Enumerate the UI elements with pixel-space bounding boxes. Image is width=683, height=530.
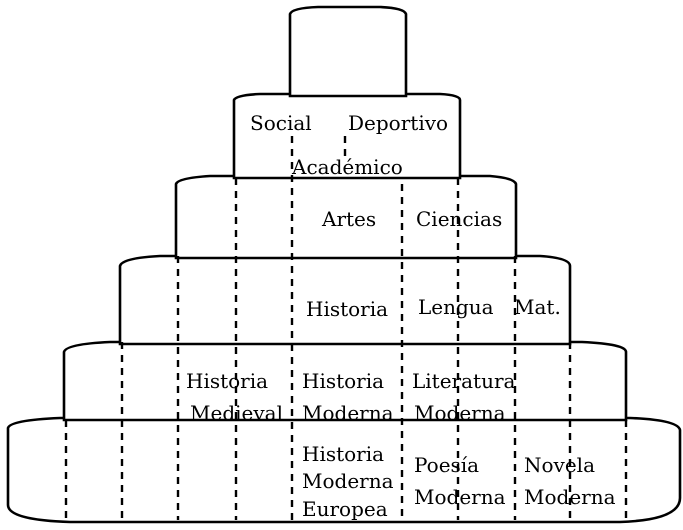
label-novela-moderna-2: Moderna	[524, 485, 616, 509]
label-social: Social	[250, 111, 312, 135]
label-ciencias: Ciencias	[416, 207, 502, 231]
tier-5	[62, 340, 628, 422]
dashed-dividers	[64, 136, 628, 520]
label-artes: Artes	[321, 207, 376, 231]
label-mat: Mat.	[514, 295, 561, 319]
label-historia: Historia	[306, 297, 388, 321]
label-literatura-moderna-2: Moderna	[414, 401, 506, 425]
label-poesia-moderna-1: Poesía	[414, 453, 479, 477]
tier-3	[174, 174, 518, 260]
tier-1	[288, 5, 408, 98]
tier-6	[6, 416, 682, 524]
label-deportivo: Deportivo	[348, 111, 448, 135]
label-lengua: Lengua	[418, 295, 494, 319]
label-historia-moderna-2: Moderna	[302, 401, 394, 425]
label-poesia-moderna-2: Moderna	[414, 485, 506, 509]
label-hme-3: Europea	[302, 497, 388, 521]
label-academico: Académico	[291, 155, 403, 179]
label-historia-moderna-1: Historia	[302, 369, 384, 393]
label-historia-medieval-1: Historia	[186, 369, 268, 393]
label-hme-2: Moderna	[302, 469, 394, 493]
label-historia-medieval-2: Medieval	[190, 401, 283, 425]
label-hme-1: Historia	[302, 442, 384, 466]
label-literatura-moderna-1: Literatura	[412, 369, 516, 393]
label-novela-moderna-1: Novela	[524, 453, 595, 477]
tier-2	[232, 92, 462, 180]
